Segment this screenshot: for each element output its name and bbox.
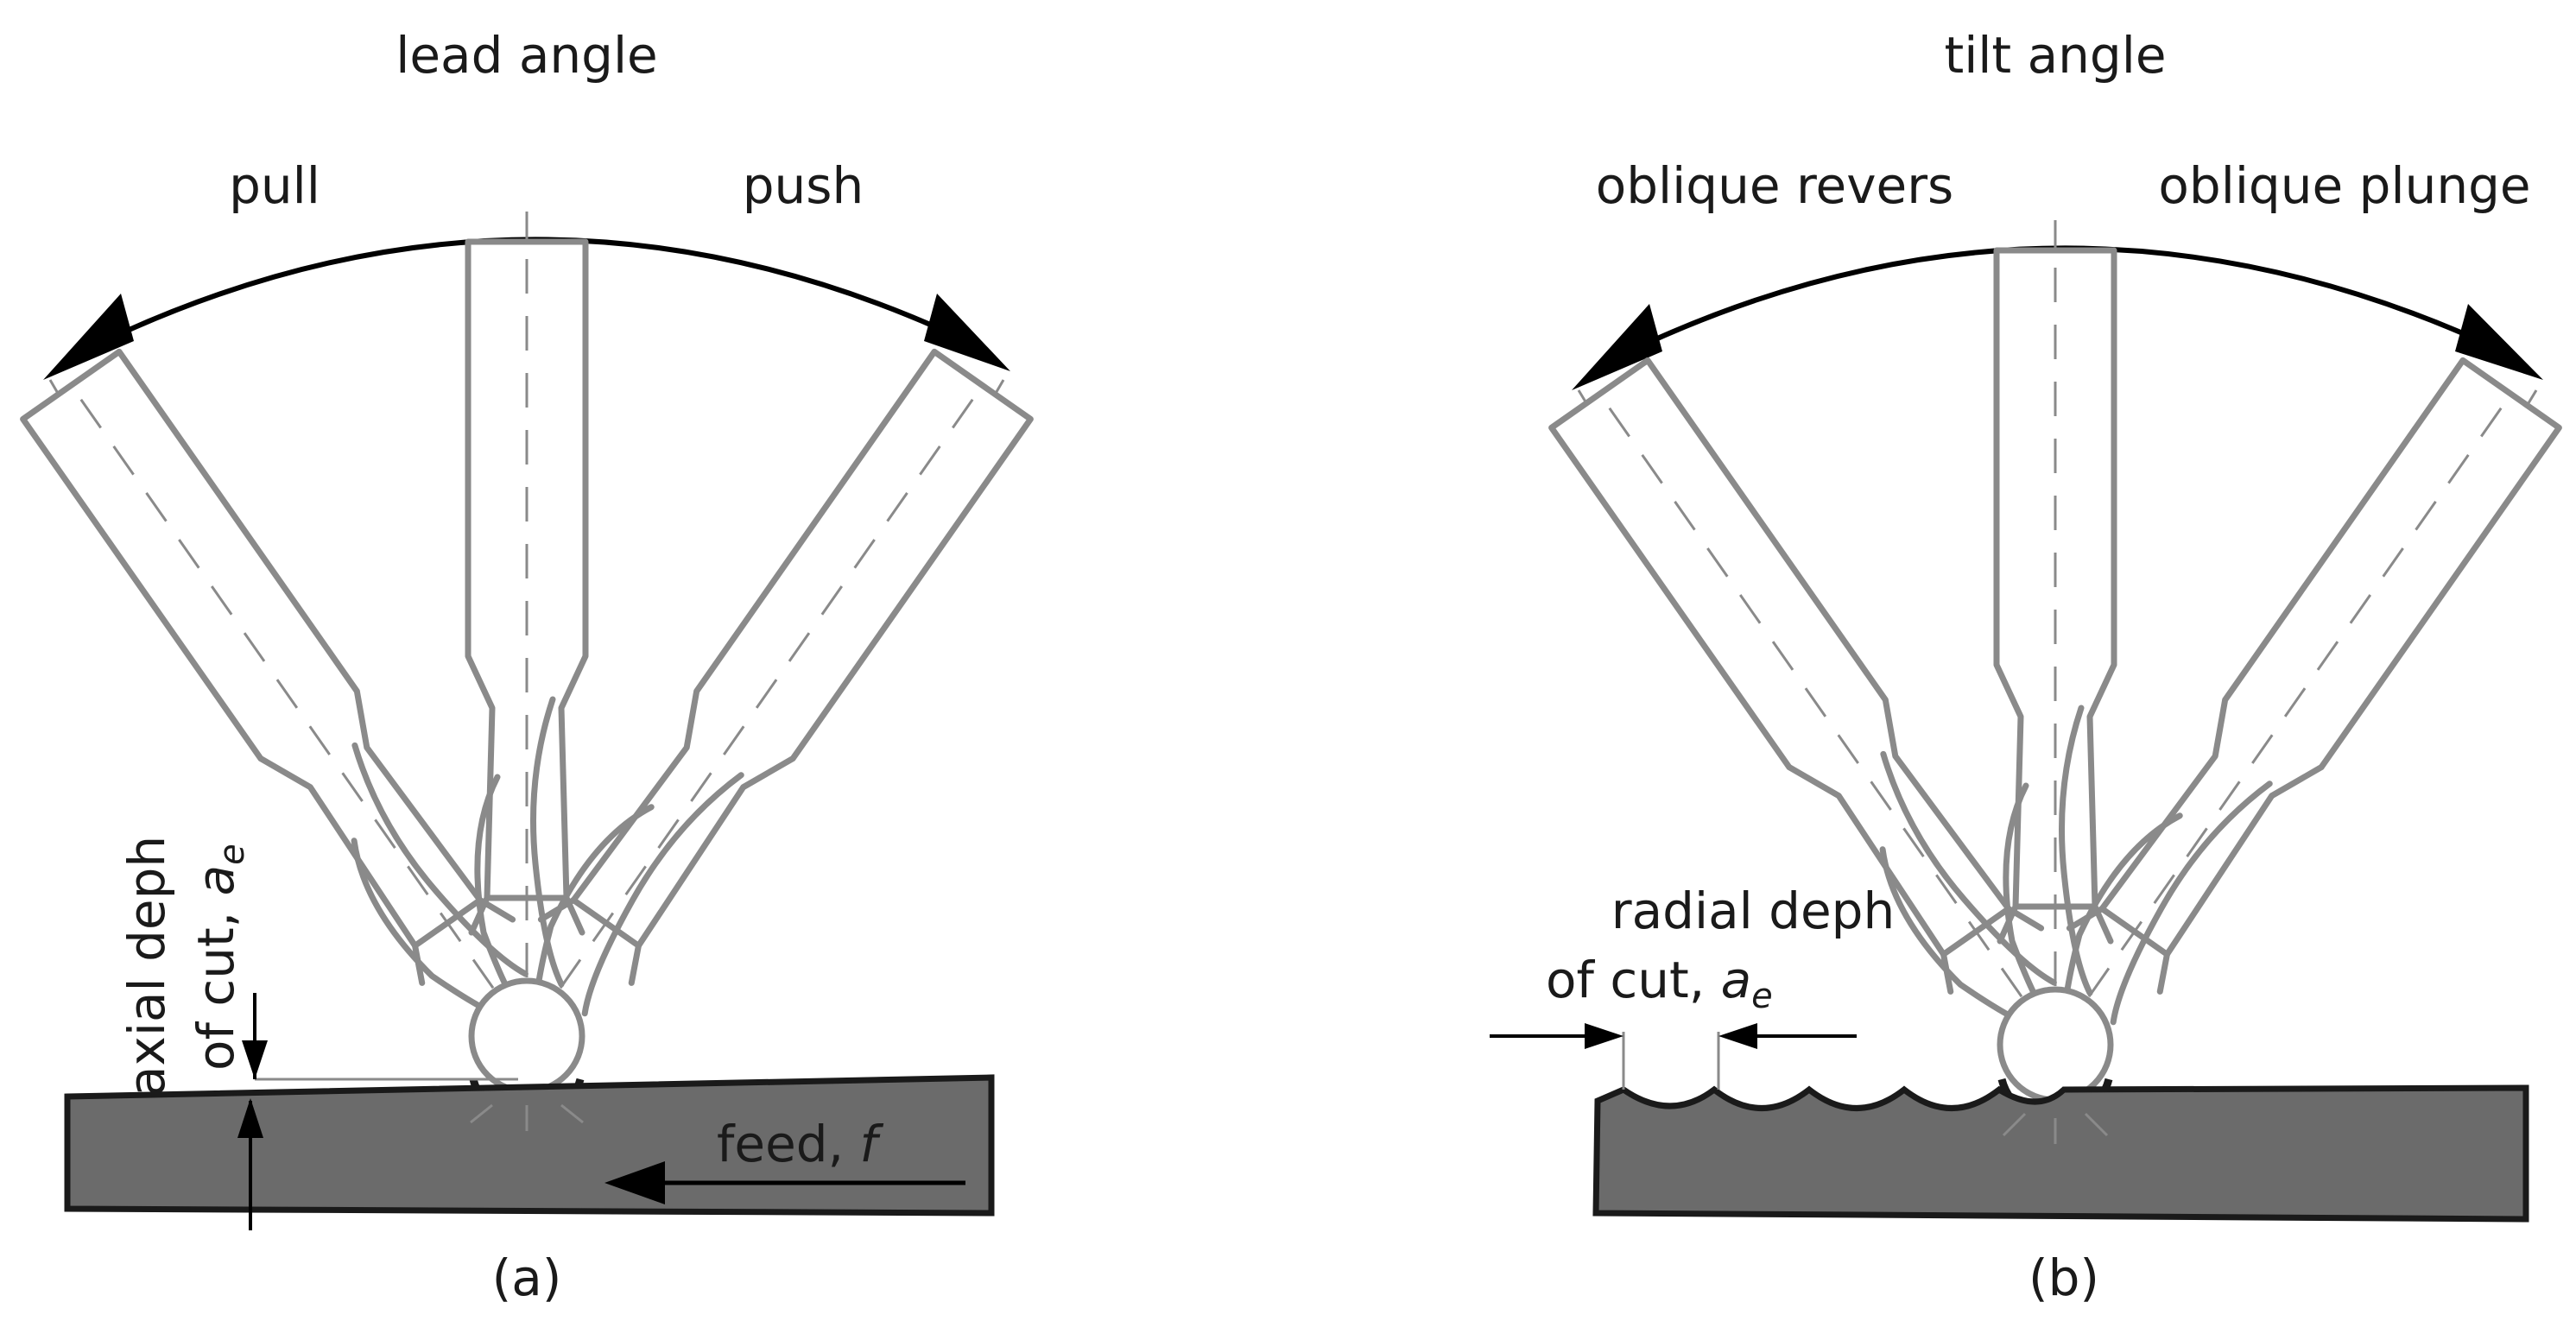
oblique-plunge-label: oblique plunge <box>2158 156 2530 215</box>
tool-vertical <box>468 242 585 1019</box>
panel-b-title: tilt angle <box>1944 26 2166 85</box>
oblique-revers-label: oblique revers <box>1596 156 1954 215</box>
svg-text:of cut, ae: of cut, ae <box>1546 951 1773 1016</box>
caption-b: (b) <box>2029 1248 2099 1307</box>
workpiece-a <box>64 1074 995 1217</box>
ball-nose <box>468 977 585 1095</box>
tool-vertical-b <box>1997 250 2114 1027</box>
svg-text:axial deph: axial deph <box>117 836 176 1097</box>
panel-a: lead angle pull push axial deph of cut, … <box>23 26 1031 1307</box>
feed-label: feed, f <box>717 1115 883 1173</box>
arc-arrowhead-left-b <box>1572 304 1662 390</box>
feed-arrowhead <box>604 1161 665 1204</box>
pull-label: pull <box>229 156 320 215</box>
caption-a: (a) <box>492 1248 562 1307</box>
svg-text:of cut, ae: of cut, ae <box>187 844 252 1071</box>
panel-a-title: lead angle <box>396 26 658 85</box>
svg-text:radial deph: radial deph <box>1611 882 1896 940</box>
arc-arrowhead-left <box>43 294 134 380</box>
axial-depth-label: axial deph of cut, ae <box>117 836 252 1097</box>
push-label: push <box>743 156 864 215</box>
radial-depth-label: radial deph of cut, ae <box>1546 882 1895 1016</box>
panel-b: tilt angle oblique revers oblique plunge… <box>1490 26 2559 1307</box>
ball-nose-b <box>1997 986 2114 1103</box>
arc-arrowhead-right <box>924 294 1010 371</box>
workpiece-b <box>1592 1084 2529 1223</box>
arc-arrowhead-right-b <box>2455 304 2543 380</box>
